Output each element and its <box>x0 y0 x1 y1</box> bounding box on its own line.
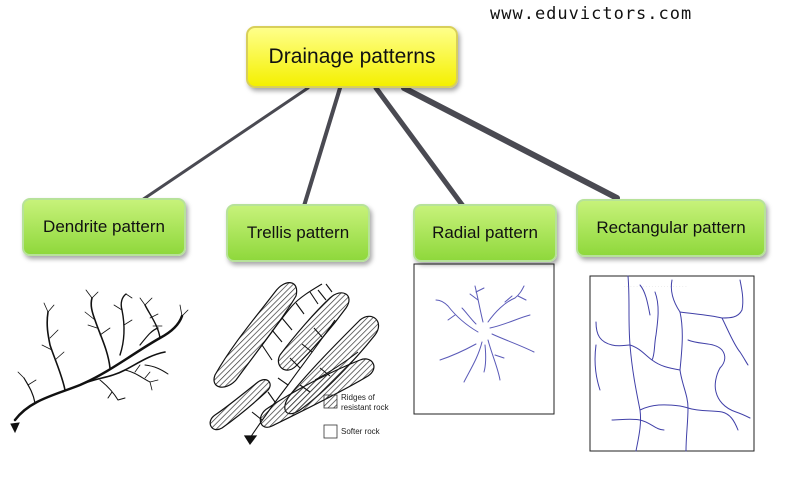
radial-illustration <box>413 263 555 415</box>
connector-dendrite <box>140 86 310 202</box>
connector-trellis <box>302 86 342 208</box>
node-dendrite-pattern: Dendrite pattern <box>22 198 186 256</box>
legend-ridges-swatch <box>323 394 338 409</box>
root-node-label: Drainage patterns <box>268 45 436 68</box>
dendrite-illustration <box>10 289 189 434</box>
trellis-illustration <box>209 282 380 446</box>
node-label: Radial pattern <box>432 223 538 242</box>
root-node-drainage-patterns: Drainage patterns <box>246 26 458 88</box>
node-label: Rectangular pattern <box>596 218 746 237</box>
rectangular-illustration: · · · · · · · · · · · · · · · · · · · · … <box>589 275 755 452</box>
site-url: www.eduvictors.com <box>490 4 693 24</box>
connector-radial <box>373 85 466 209</box>
node-label: Dendrite pattern <box>43 217 165 236</box>
legend-softer-swatch <box>323 424 338 439</box>
legend-ridges-line2: resistant rock <box>341 403 390 412</box>
svg-text:· · · · · · · · · · · · · · ·: · · · · · · · · · · · · · · · · · · · · … <box>624 284 687 290</box>
connectors <box>140 85 620 209</box>
node-rectangular-pattern: Rectangular pattern <box>576 199 766 257</box>
legend-ridges-line1: Ridges of <box>341 393 376 402</box>
node-label: Trellis pattern <box>246 223 350 242</box>
legend-softer: Softer rock <box>341 427 381 436</box>
connector-rectangular <box>401 85 620 201</box>
node-radial-pattern: Radial pattern <box>413 204 557 262</box>
node-trellis-pattern: Trellis pattern <box>226 204 370 262</box>
